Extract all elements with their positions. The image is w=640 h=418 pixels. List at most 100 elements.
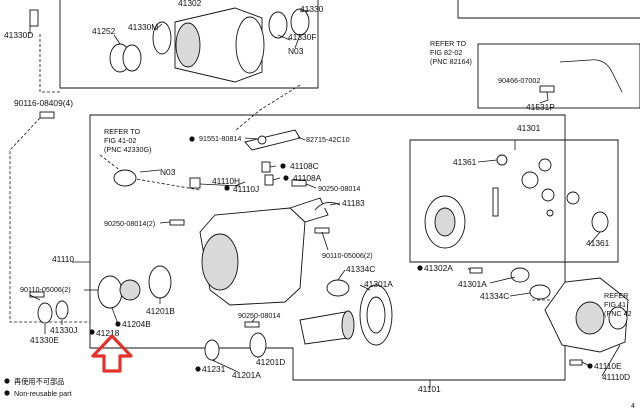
leader-line bbox=[299, 9, 311, 13]
refer-note-line: FIG 41 bbox=[604, 300, 626, 309]
non-reusable-mark bbox=[283, 175, 289, 181]
part-label[interactable]: 41110D bbox=[602, 372, 630, 382]
part-label[interactable]: 90110-05006(2) bbox=[322, 251, 373, 260]
part-label[interactable]: 41231 bbox=[202, 364, 226, 374]
part-label[interactable]: 90116-08409(4) bbox=[14, 98, 73, 108]
refer-note-line: FIG 41-02 bbox=[104, 136, 136, 145]
refer-note-line: (PNC 82164) bbox=[430, 57, 472, 66]
refer-fig-82-box bbox=[477, 43, 640, 109]
leader-line bbox=[111, 307, 119, 325]
part-label[interactable]: 41108C bbox=[290, 161, 319, 171]
drive-pinion bbox=[299, 311, 349, 345]
part-label[interactable]: 41334C bbox=[480, 291, 509, 301]
leader-line bbox=[601, 344, 621, 377]
bolt-part bbox=[29, 9, 39, 27]
bearing-part bbox=[119, 279, 141, 301]
part-label[interactable]: 41204B bbox=[122, 319, 151, 329]
part-label[interactable]: 41301 bbox=[517, 123, 541, 133]
leader-line bbox=[277, 34, 291, 41]
part-label[interactable]: 41108A bbox=[293, 173, 322, 183]
part-label[interactable]: 90250-08014(2) bbox=[104, 219, 155, 228]
seal-part bbox=[97, 275, 123, 309]
leader-line bbox=[329, 202, 341, 206]
pinion-gear-part bbox=[538, 158, 552, 172]
part-label[interactable]: 41201A bbox=[232, 370, 261, 380]
part-label[interactable]: 41330M bbox=[128, 22, 158, 32]
pin-part bbox=[546, 209, 554, 217]
part-label[interactable]: 41330J bbox=[50, 325, 77, 335]
non-reusable-mark bbox=[189, 136, 195, 142]
washer-part bbox=[566, 191, 580, 205]
leader-line bbox=[294, 34, 301, 49]
bolt-part bbox=[169, 219, 185, 226]
legend-dot bbox=[4, 378, 10, 384]
part-label[interactable]: 41201B bbox=[146, 306, 175, 316]
refer-note-line: REFER bbox=[604, 291, 628, 300]
leader-dash bbox=[235, 84, 301, 131]
part-label[interactable]: N03 bbox=[160, 167, 176, 177]
ring-part bbox=[122, 44, 142, 72]
part-label[interactable]: 41301A bbox=[364, 279, 393, 289]
non-reusable-mark bbox=[195, 366, 201, 372]
part-label[interactable]: 41201D bbox=[256, 357, 285, 367]
part-label[interactable]: 41330D bbox=[4, 30, 33, 40]
carrier-top bbox=[289, 197, 329, 223]
refer-note-line: REFER TO bbox=[430, 39, 466, 48]
leader-line bbox=[305, 183, 317, 189]
part-label[interactable]: 41330E bbox=[30, 335, 59, 345]
legend-japanese: 再使用不可部品 bbox=[14, 377, 64, 386]
part-label[interactable]: 41110 bbox=[52, 254, 74, 264]
part-label[interactable]: 90110-05006(2) bbox=[20, 285, 71, 294]
leader-line bbox=[154, 23, 163, 31]
pin-part bbox=[264, 174, 274, 186]
plug-part bbox=[539, 85, 555, 93]
part-label[interactable]: 41330 bbox=[300, 4, 324, 14]
legend-dot bbox=[4, 390, 10, 396]
part-label[interactable]: 41183 bbox=[342, 198, 365, 208]
part-label[interactable]: 41252 bbox=[92, 26, 116, 36]
bolt-part bbox=[39, 111, 55, 119]
refer-note-line: (PNC 42 bbox=[604, 309, 632, 318]
leader-line bbox=[159, 221, 171, 224]
part-label[interactable]: 41101 bbox=[418, 384, 441, 394]
part-label[interactable]: 41330F bbox=[288, 32, 316, 42]
part-label[interactable]: 41302 bbox=[178, 0, 202, 8]
washer-part bbox=[496, 154, 508, 166]
non-reusable-mark bbox=[89, 329, 95, 335]
leader-line bbox=[539, 91, 549, 104]
highlight-arrow-icon bbox=[91, 334, 133, 373]
part-label[interactable]: 90250-08014 bbox=[238, 311, 280, 320]
part-label[interactable]: 41334C bbox=[346, 264, 375, 274]
part-label[interactable]: 41361 bbox=[586, 238, 610, 248]
ring-gear-hub bbox=[366, 296, 386, 334]
bearing-cup-part bbox=[152, 21, 172, 55]
part-label[interactable]: 41302A bbox=[424, 263, 453, 273]
part-label-highlighted[interactable]: 41218 bbox=[96, 328, 120, 338]
bolt-part bbox=[244, 321, 260, 328]
part-label[interactable]: 91551-80814 bbox=[199, 134, 241, 143]
spacer-part bbox=[204, 339, 220, 361]
part-label[interactable]: 41531P bbox=[526, 102, 555, 112]
leader-line bbox=[29, 294, 41, 301]
washer-part bbox=[37, 302, 53, 324]
part-label[interactable]: 41361 bbox=[453, 157, 477, 167]
case-hub bbox=[434, 207, 456, 237]
shaft-part bbox=[492, 187, 499, 217]
pin-part bbox=[261, 161, 271, 173]
part-label[interactable]: 90466-07002 bbox=[498, 76, 540, 85]
part-label[interactable]: 90250-08014 bbox=[318, 184, 360, 193]
leader-line bbox=[477, 159, 498, 163]
part-label[interactable]: 41110J bbox=[233, 184, 259, 194]
leader-dash bbox=[39, 34, 60, 93]
part-label[interactable]: 41110E bbox=[594, 361, 622, 371]
part-label[interactable]: 41110H bbox=[212, 176, 240, 186]
leader-dash bbox=[99, 154, 201, 191]
housing-end bbox=[235, 16, 265, 74]
part-label[interactable]: 41301A bbox=[458, 279, 487, 289]
part-label[interactable]: 82715-42C10 bbox=[306, 135, 350, 144]
part-label[interactable]: N03 bbox=[288, 46, 304, 56]
bearing-part bbox=[510, 267, 530, 283]
non-reusable-mark bbox=[417, 265, 423, 271]
cover-bore bbox=[575, 301, 605, 335]
